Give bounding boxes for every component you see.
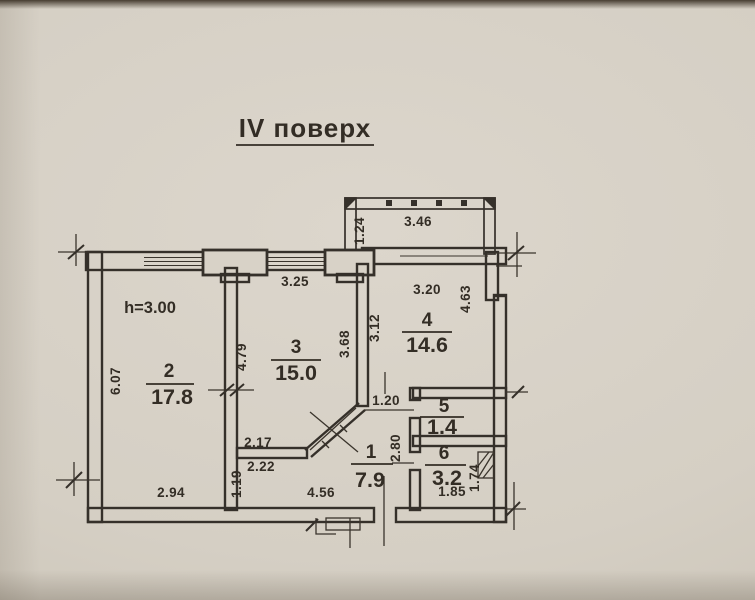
dim-room6-height: 1.74 [467,464,482,492]
dimension-marks [56,232,536,548]
wall-room4-bottom [411,386,508,400]
balcony-outline [344,197,496,255]
outer-walls [84,246,508,524]
balcony-post [386,200,392,206]
room4-number: 4 [422,310,433,331]
dim-hall-left: 1.19 [229,470,244,498]
dim-room3-height: 3.68 [337,330,352,358]
wall-right-lower [492,293,508,524]
wall-bottom-left [86,506,376,524]
room1-area: 7.9 [355,468,385,492]
room6-area: 3.2 [432,466,462,490]
pilaster [201,248,269,277]
dim-room4-door: 1.20 [372,393,400,408]
dim-room3-width: 3.25 [281,274,309,289]
diagonal-wall [304,402,360,451]
room5-area: 1.4 [427,415,457,439]
door-cross [309,411,359,453]
dimension-labels: 3.46 1.24 3.25 3.20 4.63 3.12 3.68 4.79 … [108,214,482,500]
dim-room2-width: 2.94 [157,485,185,500]
dim-room6-width: 1.85 [438,484,466,499]
ceiling-height-note: h=3.00 [124,299,176,317]
pilaster [323,248,376,277]
room6-number: 6 [439,443,450,464]
dim-room2-height-right: 4.79 [234,343,249,371]
room-labels: h=3.00 2 17.8 3 15.0 4 14.6 5 1.4 6 3.2 … [124,299,466,492]
wall-room3-room4 [355,262,370,408]
room2-area: 17.8 [151,385,193,409]
plan-title-block: IV поверх [236,113,374,146]
floor-title: IV поверх [239,113,371,143]
balcony-corner [345,198,357,210]
room3-number: 3 [291,337,302,358]
balcony-post [411,200,417,206]
dim-room4-height-left: 3.12 [367,314,382,342]
dim-balcony-depth: 1.24 [352,217,367,245]
entrance-step [325,517,361,531]
dim-room4-width: 3.20 [413,282,441,297]
wall-hall-room6 [408,468,422,512]
dim-hall-bottom: 4.56 [307,485,335,500]
balcony-post [461,200,467,206]
balcony-post [436,200,442,206]
dim-balcony-width: 3.46 [404,214,432,229]
wall-left [86,250,104,524]
wall-right-upper [484,250,500,302]
interior-walls [223,262,508,512]
balcony-corner [483,198,495,210]
wall-room5-room6 [411,434,508,448]
room2-number: 2 [164,361,175,382]
room1-number: 1 [366,442,377,463]
room5-number: 5 [439,396,450,417]
wall-hall-room5 [408,386,422,402]
dim-hall-mid: 2.22 [247,459,275,474]
wall-hall-room3 [235,446,309,460]
room3-area: 15.0 [275,361,317,385]
dim-hall-right: 2.80 [388,434,403,462]
dim-hall-top: 2.17 [244,435,272,450]
dim-room4-height-right: 4.63 [458,285,473,313]
dim-room2-height-left: 6.07 [108,367,123,395]
room4-area: 14.6 [406,333,448,357]
